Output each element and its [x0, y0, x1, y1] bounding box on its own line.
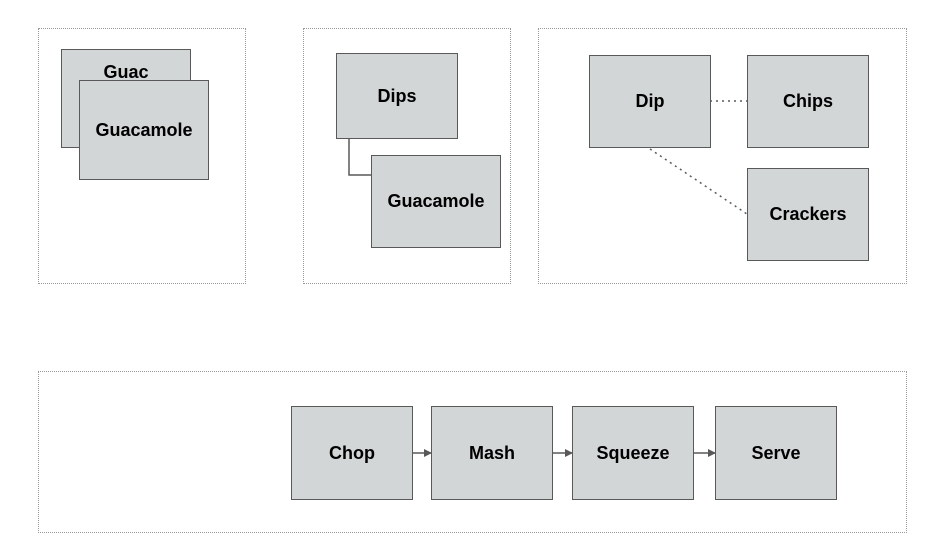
overlap-panel [38, 28, 246, 284]
hierarchy-panel [303, 28, 511, 284]
node-guacamole-child: Guacamole [371, 155, 501, 248]
association-panel [538, 28, 907, 284]
node-chips: Chips [747, 55, 869, 148]
node-serve: Serve [715, 406, 837, 500]
node-guacamole-front: Guacamole [79, 80, 209, 180]
node-dips: Dips [336, 53, 458, 139]
node-mash: Mash [431, 406, 553, 500]
node-chop: Chop [291, 406, 413, 500]
node-squeeze: Squeeze [572, 406, 694, 500]
node-dip: Dip [589, 55, 711, 148]
process-panel [38, 371, 907, 533]
node-crackers: Crackers [747, 168, 869, 261]
